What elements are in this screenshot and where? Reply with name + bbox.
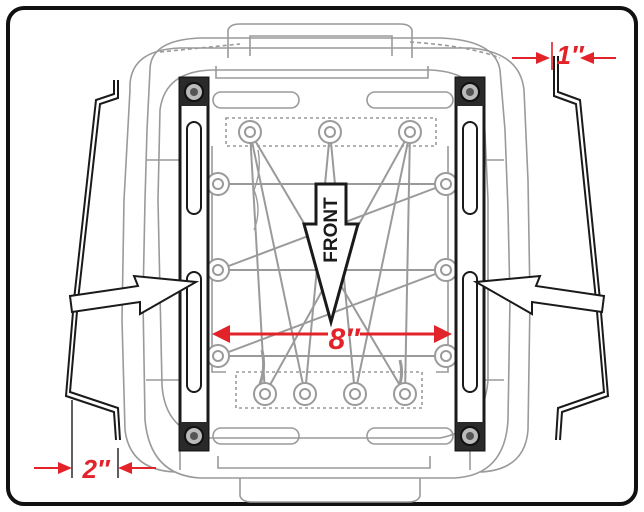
front-direction-marker: FRONT [302, 182, 360, 328]
arrow-left-icon [472, 274, 606, 316]
seat-outline [121, 23, 531, 503]
offset-arrow-right-icon [536, 52, 550, 64]
offset-arrow-left-icon [580, 52, 594, 64]
front-label: FRONT [321, 197, 342, 263]
top-offset-label: 1″ [557, 40, 585, 70]
offset-arrow-right-icon [58, 462, 72, 474]
offset-arrow-left-icon [118, 462, 132, 474]
width-dimension: 8″ [212, 323, 452, 356]
dimension-arrow-right-icon [434, 325, 452, 343]
arrow-down-icon [302, 182, 360, 328]
left-mounting-rail [178, 76, 210, 452]
bottom-offset-dimension: 2″ [34, 400, 156, 484]
bottom-offset-label: 2″ [82, 454, 111, 484]
width-dimension-label: 8″ [328, 323, 361, 356]
right-mounting-rail [454, 76, 486, 452]
arrow-right-icon [68, 274, 200, 316]
dimension-arrow-left-icon [212, 325, 230, 343]
grommets [206, 120, 458, 406]
top-offset-dimension: 1″ [512, 40, 616, 70]
